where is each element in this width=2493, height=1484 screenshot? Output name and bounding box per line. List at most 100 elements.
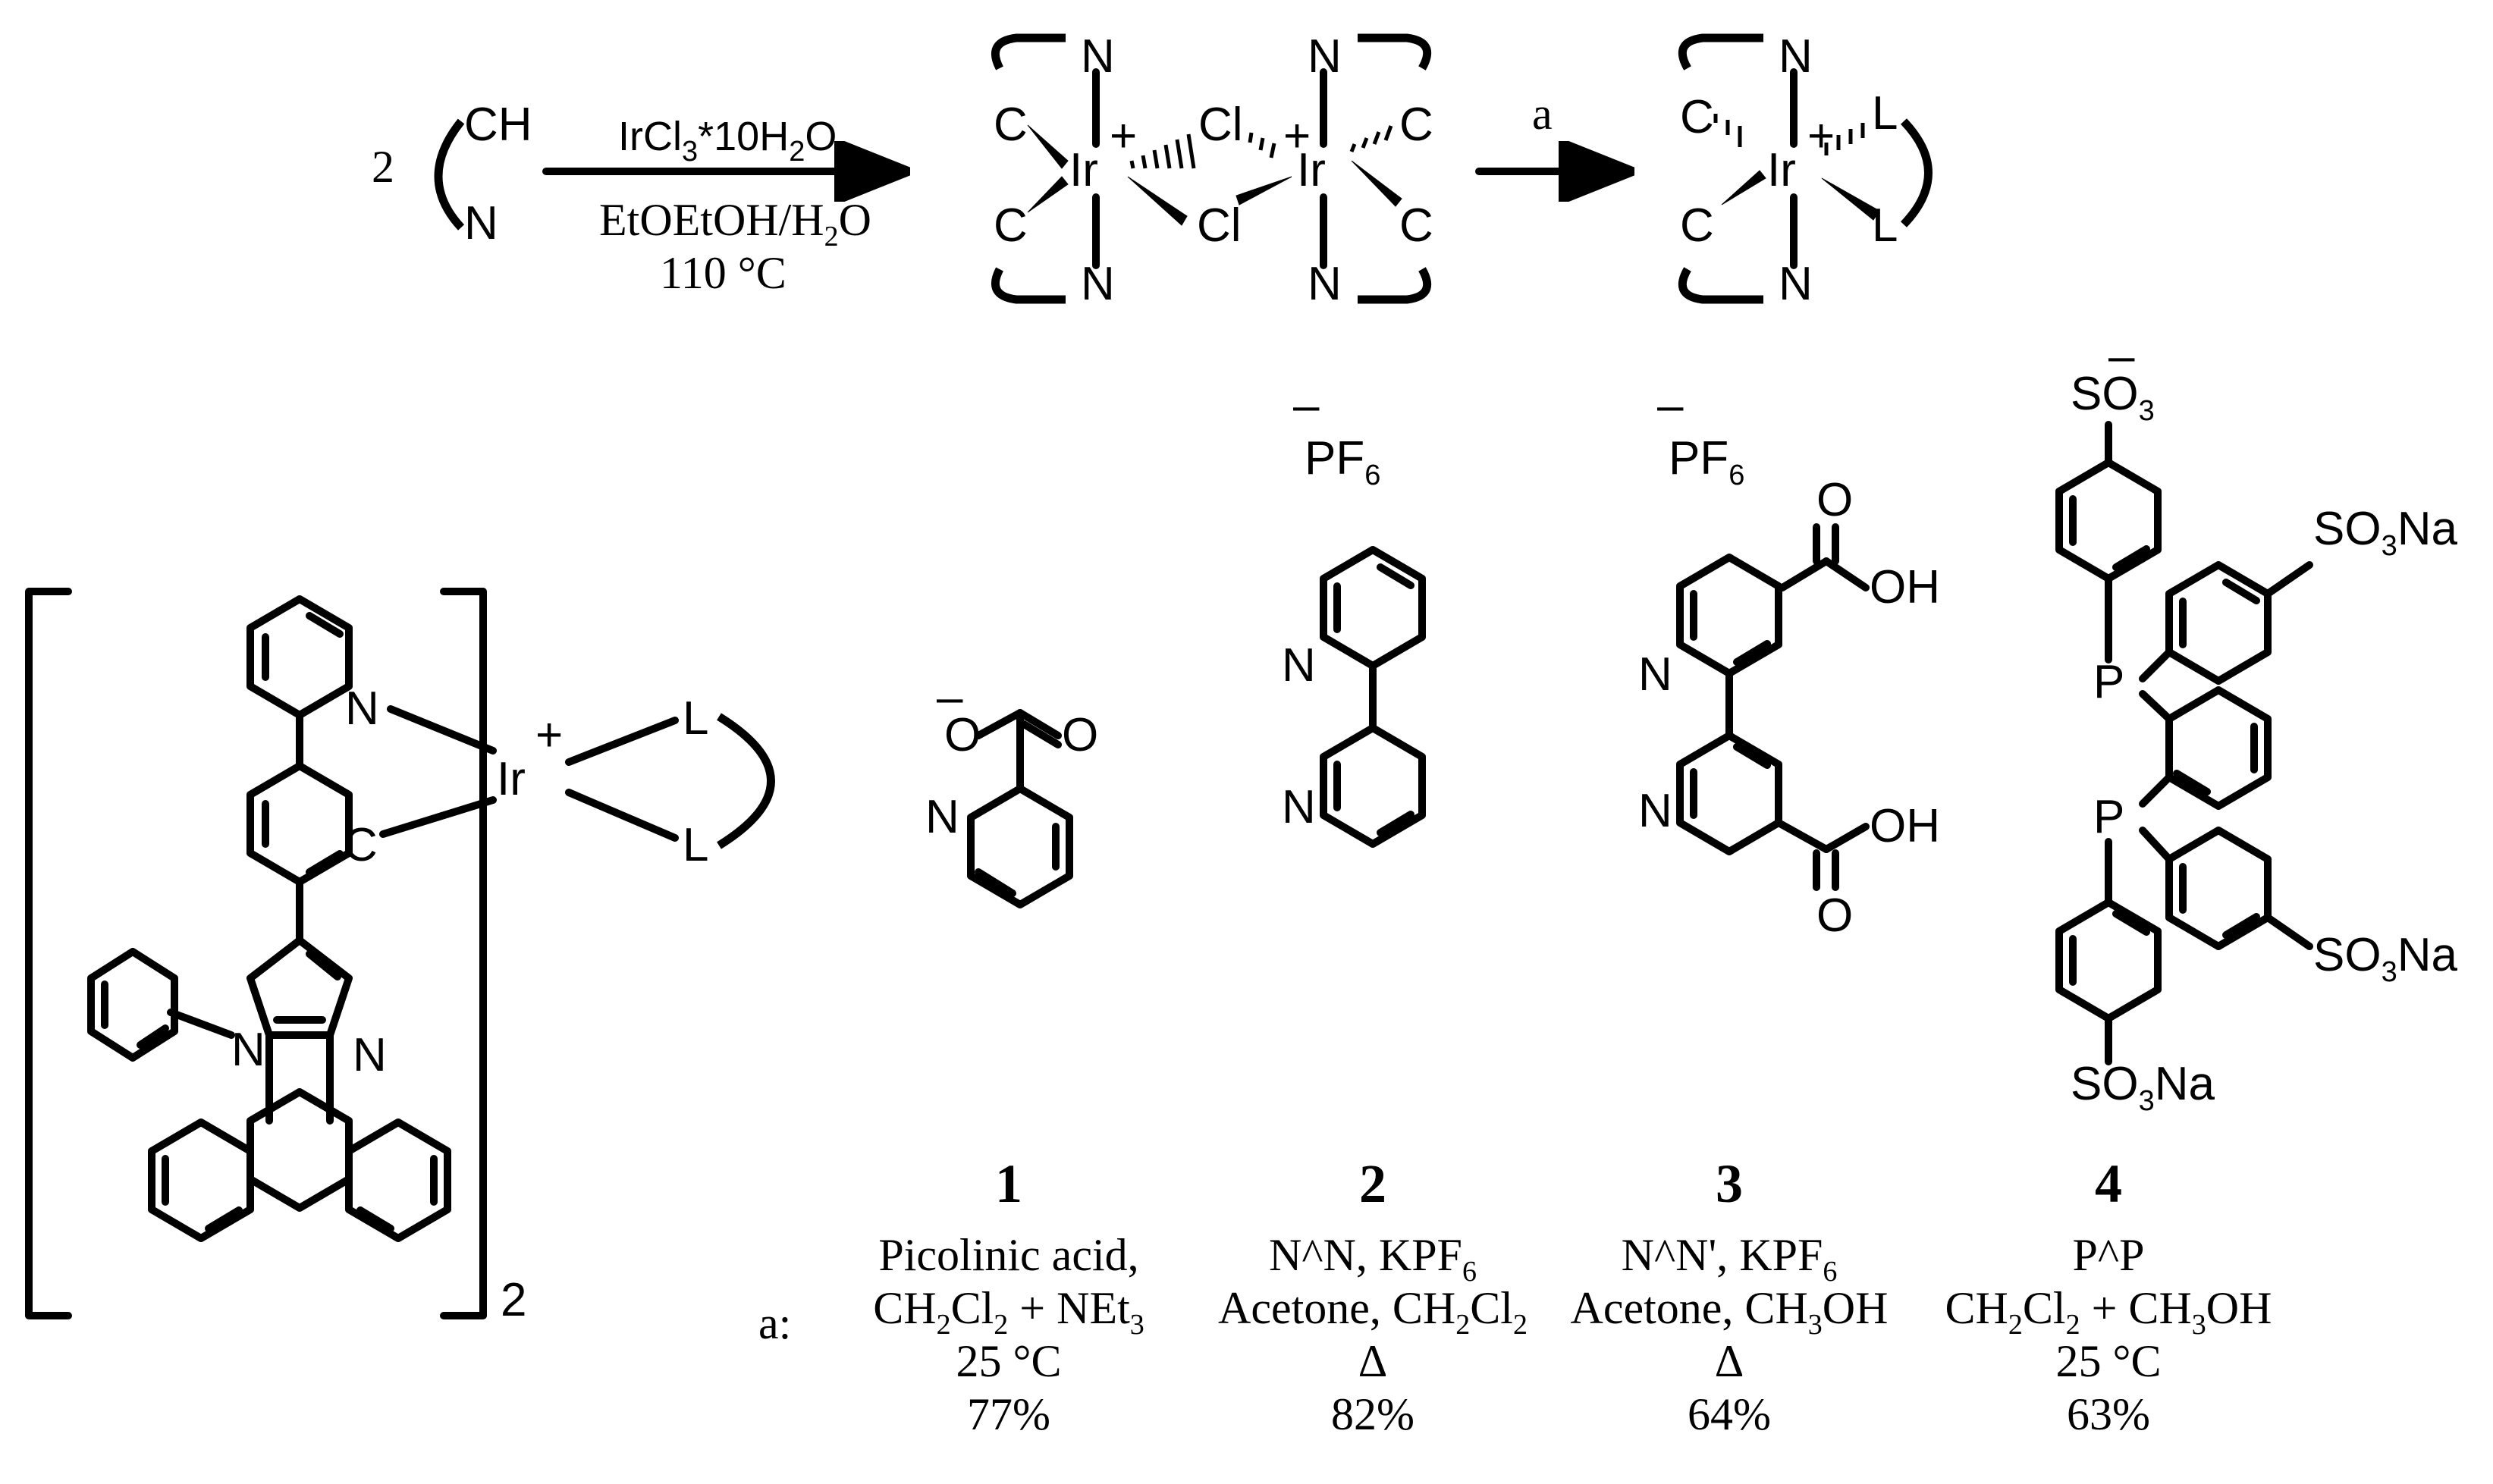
n-atom: N — [353, 1029, 387, 1081]
p-atom: P — [2093, 656, 2124, 708]
l-atom: L — [683, 819, 708, 871]
step-label-a: a — [1532, 89, 1553, 139]
c-atom: C — [994, 199, 1028, 252]
charge-plus-left: + — [1110, 110, 1137, 162]
wedge-bond — [1821, 177, 1880, 221]
ir-c-bond — [379, 796, 497, 838]
bond — [2139, 827, 2173, 863]
double-bond — [2173, 770, 2211, 795]
cn-arc — [1358, 33, 1432, 71]
bond — [2139, 648, 2173, 682]
condition-line: CH2Cl2 + CH3OH — [1945, 1283, 2272, 1341]
so3-group: SO3 — [2071, 368, 2155, 427]
imidazole-ring — [246, 937, 353, 1039]
double-bond — [1733, 640, 1771, 666]
l-atom: L — [1872, 199, 1898, 252]
compound-number-4: 4 — [2095, 1153, 2122, 1214]
n-atom: N — [1638, 785, 1672, 837]
condition-line: Acetone, CH3OH — [1571, 1283, 1889, 1341]
pf6-anion: PF6 — [1305, 432, 1380, 491]
ligand-2-bipyridine: – PF6 N N — [1282, 379, 1426, 848]
condition-line: P^P — [2073, 1230, 2145, 1280]
wedge-bond — [1721, 170, 1766, 206]
cn-arc — [991, 267, 1066, 304]
ligand-n-label: N — [464, 197, 498, 249]
iridium-complex-structure: 2 N C Ir + L L N N — [25, 588, 775, 1326]
cl-bridge-top: Cl — [1198, 99, 1243, 151]
double-bond — [1020, 720, 1062, 748]
ir-atom: Ir — [1767, 144, 1796, 196]
condition-line: 77% — [967, 1389, 1050, 1439]
double-bond — [137, 1024, 169, 1049]
double-bond — [2222, 913, 2260, 939]
ll-arc — [1901, 118, 1933, 227]
bond — [2264, 561, 2313, 598]
double-bond — [2112, 910, 2150, 936]
n-atom: N — [1081, 30, 1115, 83]
n-atom: N — [231, 1024, 265, 1076]
condition-line: Δ — [1358, 1336, 1388, 1386]
bond — [1016, 709, 1062, 739]
o-atom: O — [1816, 474, 1853, 526]
hashed-bond — [1248, 125, 1393, 158]
c-atom: C — [1680, 199, 1714, 252]
condition-line: N^N, KPF6 — [1269, 1230, 1477, 1288]
double-bond — [1377, 563, 1414, 589]
charge-minus: – — [1293, 379, 1320, 431]
double-bond — [306, 612, 344, 638]
n-atom: N — [1638, 648, 1672, 701]
n-atom: N — [1779, 258, 1813, 310]
condition-line: CH2Cl2 + NEt3 — [873, 1283, 1144, 1341]
n-atom: N — [1081, 258, 1115, 310]
bond — [2139, 773, 2173, 808]
double-bond — [306, 850, 344, 876]
condition-line: Picolinic acid, — [878, 1230, 1138, 1280]
conditions-label: a: — [758, 1298, 791, 1348]
phenyl-ring — [87, 948, 178, 1062]
bond — [2264, 914, 2313, 950]
c-atom: C — [344, 819, 378, 871]
condition-line: N^N', KPF6 — [1622, 1230, 1838, 1288]
compound-number-1: 1 — [995, 1153, 1022, 1214]
n-atom: N — [1308, 258, 1342, 310]
bond — [1775, 819, 1830, 853]
double-bond — [2222, 579, 2260, 604]
condition-line: 64% — [1688, 1389, 1771, 1439]
double-bond — [2112, 545, 2150, 571]
compound-number-3: 3 — [1716, 1153, 1743, 1214]
temperature-label: 110 °C — [660, 248, 787, 298]
charge-plus-right: + — [1283, 110, 1311, 162]
condition-line: 82% — [1331, 1389, 1414, 1439]
bracket-right — [440, 588, 487, 1319]
l-atom: L — [1872, 87, 1898, 140]
n-atom: N — [925, 791, 959, 843]
cn-arc — [1678, 267, 1763, 304]
bracket-left — [25, 588, 72, 1319]
hashed-bond — [1129, 133, 1196, 169]
bond — [1823, 823, 1870, 853]
pyridine-ring — [967, 785, 1073, 908]
ligand-3-dicarboxybipyridine: – PF6 O OH N N OH O — [1638, 379, 1940, 942]
ir-l-bond — [565, 789, 679, 842]
so3na-group: SO3Na — [2071, 1058, 2215, 1117]
wedge-bond — [1127, 176, 1188, 226]
bond — [1779, 557, 1830, 591]
n-atom: N — [1779, 30, 1813, 83]
ir-atom-left: Ir — [1069, 144, 1098, 196]
pyridine-ring — [1320, 724, 1426, 848]
double-bond — [356, 1206, 394, 1232]
n-atom: N — [1282, 639, 1316, 692]
pyridine-ring — [1676, 732, 1782, 855]
n-atom: N — [1308, 30, 1342, 83]
chloro-bridged-dimer: Ir + Ir + Cl Cl N N C C — [991, 30, 1433, 310]
oh-group: OH — [1870, 561, 1940, 613]
c-atom: C — [1399, 99, 1433, 151]
charge-plus: + — [1807, 110, 1835, 162]
cn-ligand-arc — [434, 118, 465, 231]
cn-arc — [1678, 33, 1763, 71]
charge-minus: – — [937, 671, 963, 723]
c-atom: C — [994, 99, 1028, 151]
bond — [1823, 557, 1870, 591]
condition-line: 25 °C — [956, 1336, 1061, 1386]
